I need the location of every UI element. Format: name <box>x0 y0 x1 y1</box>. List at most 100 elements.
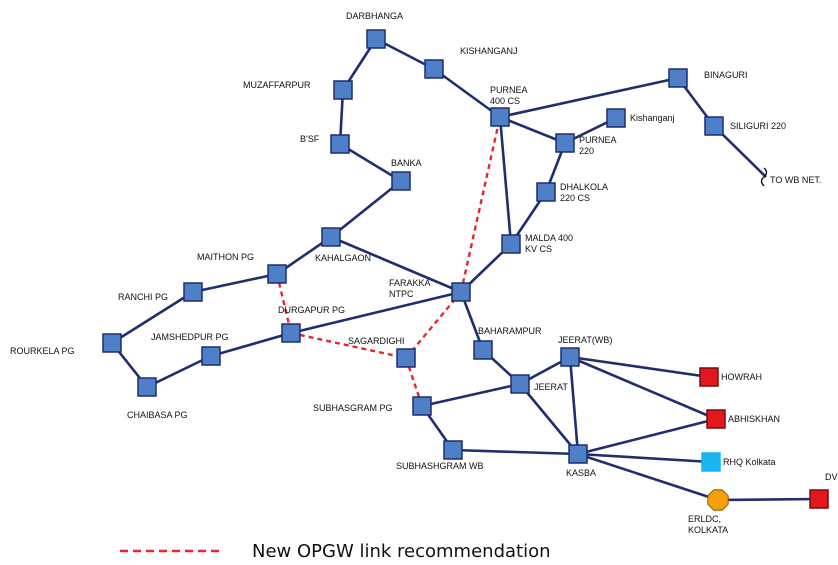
link-jeerat_wb-howrah <box>569 355 710 379</box>
node-subhasgram_pg <box>412 396 432 416</box>
node-label-line: JEERAT <box>534 382 568 392</box>
node-darbhanga <box>366 29 386 49</box>
link-purnea400-purnea220 <box>499 115 566 145</box>
node-kasba <box>568 444 588 464</box>
node-jeerat_wb <box>560 347 580 367</box>
node-banka <box>391 171 411 191</box>
node-label-line: PURNEA <box>490 85 528 95</box>
node-label-muzaffarpur: MUZAFFARPUR <box>243 80 311 90</box>
node-durgapur <box>281 323 301 343</box>
node-kishanganj <box>606 108 626 128</box>
node-label-baharampur: BAHARAMPUR <box>478 326 542 336</box>
node-label-jamshedpur: JAMSHEDPUR PG <box>151 332 229 342</box>
node-label-line: HOWRAH <box>721 372 762 382</box>
node-label-maithon: MAITHON PG <box>197 252 254 262</box>
node-label-line: KASBA <box>566 468 596 478</box>
node-jeerat <box>510 374 530 394</box>
link-jeerat-subhasgram_pg <box>421 382 521 408</box>
node-label-line: NTPC <box>389 289 414 299</box>
node-label-rhq: RHQ Kolkata <box>723 457 776 467</box>
node-purnea220 <box>555 133 575 153</box>
node-rhq <box>701 452 721 472</box>
link-jamshedpur-durgapur <box>210 331 292 358</box>
node-label-line: BANKA <box>391 158 422 168</box>
link-jeerat_wb-kasba <box>568 356 580 455</box>
node-label-subhasgram_pg: SUBHASGRAM PG <box>313 403 393 413</box>
node-rourkela <box>102 333 122 353</box>
node-label-line: 400 CS <box>490 96 520 106</box>
node-label-line: JAMSHEDPUR PG <box>151 332 229 342</box>
wb-net-connector-icon <box>760 167 768 187</box>
legend: New OPGW link recommendation <box>120 541 551 562</box>
node-label-ranchi: RANCHI PG <box>118 292 168 302</box>
node-label-siliguri: SILIGURI 220 <box>730 121 786 131</box>
node-label-line: SUBHASHGRAM WB <box>396 461 484 471</box>
new-opgw-link-farakka-purnea400 <box>459 116 502 293</box>
node-label-line: JEERAT(WB) <box>558 335 612 345</box>
node-label-line: SILIGURI 220 <box>730 121 786 131</box>
node-label-line: RHQ Kolkata <box>723 457 776 467</box>
node-subhashgram_wb <box>443 440 463 460</box>
link-durgapur-farakka <box>290 290 462 335</box>
link-maithon-ranchi <box>192 272 278 294</box>
node-label-durgapur: DURGAPUR PG <box>278 305 345 315</box>
node-bsf <box>330 134 350 154</box>
node-jamshedpur <box>201 346 221 366</box>
node-label-line: KISHANGANJ <box>460 46 518 56</box>
node-label-line: 220 CS <box>560 193 590 203</box>
node-label-jeerat: JEERAT <box>534 382 568 392</box>
link-kasba-erldc <box>577 452 719 502</box>
node-label-line: KV CS <box>525 244 552 254</box>
node-malda <box>501 234 521 254</box>
link-erldc-dv <box>717 497 820 502</box>
node-kishanganj_top <box>424 59 444 79</box>
link-kahalgaon-farakka <box>330 235 462 294</box>
node-erldc <box>707 489 729 511</box>
link-purnea400-binaguri <box>499 76 679 119</box>
node-label-abhiskhan: ABHISKHAN <box>728 414 780 424</box>
link-banka-kahalgaon <box>330 179 402 239</box>
nodes-layer <box>102 29 829 511</box>
node-label-line: ERLDC, <box>688 514 721 524</box>
legend-label: New OPGW link recommendation <box>252 541 551 562</box>
node-label-line: 220 <box>579 146 594 156</box>
node-label-line: BAHARAMPUR <box>478 326 542 336</box>
node-label-jeerat_wb: JEERAT(WB) <box>558 335 612 345</box>
node-label-binaguri: BINAGURI <box>704 70 748 80</box>
node-farakka <box>451 282 471 302</box>
link-subhashgram_wb-kasba <box>452 448 579 456</box>
link-jeerat_wb-abhiskhan <box>569 355 717 421</box>
node-label-chaibasa: CHAIBASA PG <box>127 410 188 420</box>
link-bsf-banka <box>339 142 402 183</box>
link-kasba-abhiskhan <box>577 417 717 456</box>
node-label-line: KAHALGAON <box>315 253 371 263</box>
node-label-line: DV <box>825 472 838 482</box>
node-label-line: MALDA 400 <box>525 233 573 243</box>
new-opgw-link-maithon-durgapur <box>275 273 293 334</box>
node-label-rourkela: ROURKELA PG <box>10 346 75 356</box>
links-layer <box>110 37 820 502</box>
link-kishanganj_top-purnea400 <box>433 67 501 119</box>
node-label-line: BINAGURI <box>704 70 748 80</box>
node-label-sagardighi: SAGARDIGHI <box>348 336 405 346</box>
node-sagardighi <box>396 348 416 368</box>
node-label-line: CHAIBASA PG <box>127 410 188 420</box>
node-chaibasa <box>137 377 157 397</box>
node-label-line: RANCHI PG <box>118 292 168 302</box>
node-howrah <box>699 367 719 387</box>
node-label-erldc: ERLDC,KOLKATA <box>688 514 728 535</box>
link-jeerat-kasba <box>518 383 580 455</box>
node-purnea400 <box>490 107 510 127</box>
to-wb-net-label: TO WB NET. <box>770 175 821 185</box>
new-opgw-link-durgapur-sagardighi <box>290 331 407 360</box>
node-muzaffarpur <box>333 80 353 100</box>
node-label-line: DURGAPUR PG <box>278 305 345 315</box>
node-dhalkola <box>536 182 556 202</box>
node-label-kasba: KASBA <box>566 468 596 478</box>
node-label-line: MAITHON PG <box>197 252 254 262</box>
node-label-line: SAGARDIGHI <box>348 336 405 346</box>
